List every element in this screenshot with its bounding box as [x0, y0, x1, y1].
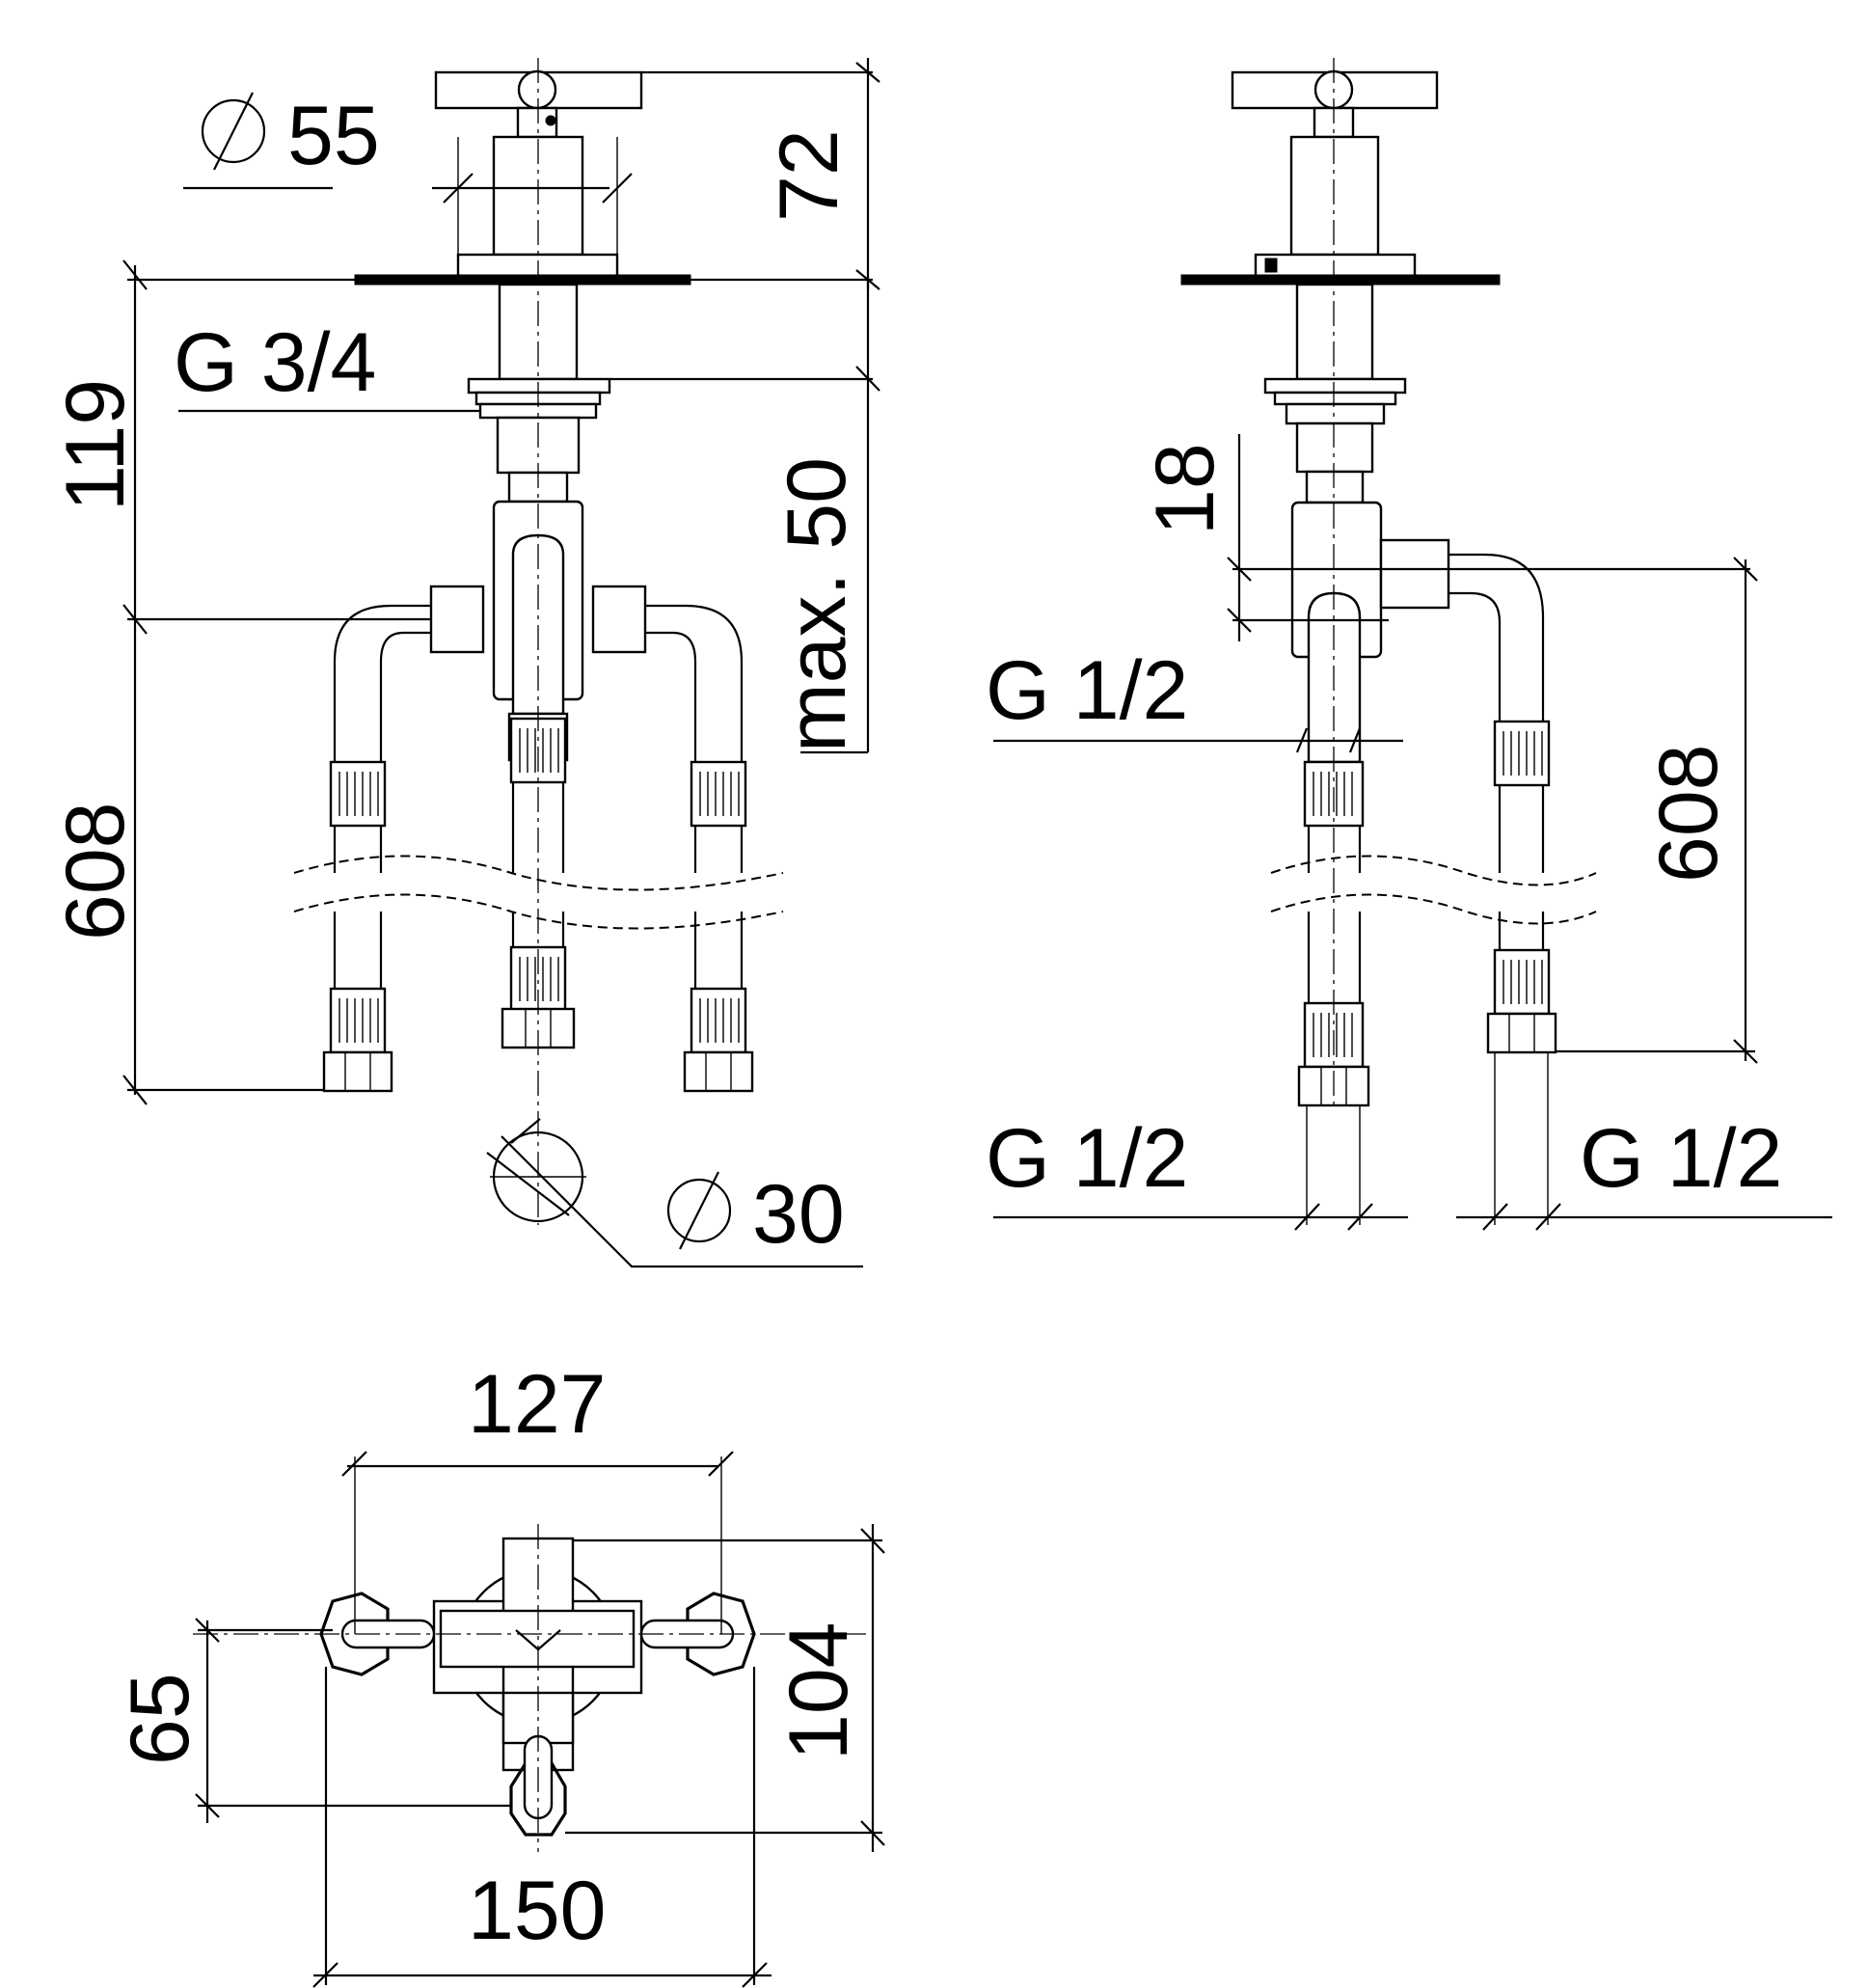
front-knurl-upper — [329, 717, 747, 828]
front-left-tube-inner — [379, 631, 431, 762]
side-tubes-low — [1307, 912, 1545, 1003]
dim-g34-label: G 3/4 — [174, 316, 376, 409]
dim-127-label: 127 — [468, 1358, 607, 1451]
dim-g12-right-label: G 1/2 — [1580, 1112, 1782, 1205]
front-hole-ticks — [486, 1118, 570, 1216]
side-body-neck — [1305, 470, 1365, 504]
side-screw — [1264, 258, 1278, 273]
dim-104-label: 104 — [772, 1622, 865, 1761]
dim-18-ext — [1232, 567, 1750, 622]
dim-65-ext — [198, 1628, 511, 1808]
dim-18-ticks — [1227, 557, 1252, 633]
plan-handle-horizontal — [439, 1609, 636, 1669]
front-tubes-low — [333, 912, 744, 989]
dim-72-label: 72 — [763, 129, 855, 222]
front-view — [122, 58, 880, 1268]
front-break-lower — [293, 893, 784, 930]
plan-left-hex — [319, 1592, 390, 1676]
dim-30-label: 30 — [752, 1168, 845, 1261]
dim-g12-bottom-ext — [1306, 1052, 1549, 1225]
dim-127-ext — [354, 1457, 722, 1634]
side-hex-nuts — [1297, 1012, 1557, 1107]
front-right-tube-outer — [645, 604, 744, 762]
front-knurl-lower — [329, 945, 747, 1054]
dim-608-side-label: 608 — [1642, 745, 1735, 884]
side-tubes-mid — [1307, 785, 1545, 873]
side-right-tube-inner — [1448, 591, 1502, 722]
front-lock-nut — [467, 377, 611, 395]
dim-65-ticks — [195, 1618, 220, 1818]
side-cross-handle — [1231, 69, 1439, 139]
dim-g12-left-label: G 1/2 — [986, 1112, 1188, 1205]
dim-max50-label: max. 50 — [771, 457, 863, 752]
diameter-30-slash — [679, 1171, 719, 1250]
dim-55-ticks — [443, 173, 633, 204]
front-center-elbow — [511, 533, 565, 716]
side-view — [993, 58, 1832, 1231]
diameter-30-symbol — [666, 1178, 732, 1243]
side-break-lower — [1270, 893, 1597, 925]
dim-150-ticks — [312, 1962, 768, 1988]
front-tubes-mid — [333, 782, 744, 873]
plan-view — [193, 1451, 885, 1988]
dim-g12-bottom-ticks — [1294, 1203, 1561, 1231]
side-lock-nut — [1263, 377, 1407, 395]
front-left-fitting — [429, 585, 485, 654]
side-washer-2 — [1285, 402, 1386, 425]
side-knurl-upper — [1303, 720, 1551, 828]
front-break-upper — [293, 855, 784, 891]
dim-608-front-label: 608 — [49, 803, 142, 941]
dim-18-label: 18 — [1139, 443, 1232, 535]
side-right-tube-outer — [1448, 553, 1545, 722]
side-inlet-fitting — [1379, 538, 1450, 610]
dim-119-ticks — [122, 259, 148, 1105]
side-handle-cap — [1289, 135, 1380, 257]
front-hex-nuts — [322, 1007, 754, 1093]
dim-55-label: 55 — [287, 90, 380, 182]
dim-g34-lines — [178, 377, 873, 413]
dim-104-ticks — [860, 1528, 885, 1846]
dim-127-ticks — [341, 1451, 734, 1477]
dim-g12-top-ticks — [1295, 727, 1362, 753]
side-mounting-plate — [1180, 274, 1501, 286]
dim-g12-outlet-label: G 1/2 — [986, 644, 1188, 737]
dim-max50-tick — [855, 366, 880, 392]
side-washer — [1273, 391, 1397, 406]
diameter-55-slash — [213, 92, 254, 171]
diameter-55-symbol — [201, 98, 266, 164]
dimension-labels: 55 72 G 3/4 119 max. 50 608 30 18 G 1/2 … — [49, 90, 1782, 1957]
dim-608-side-ticks — [1733, 557, 1758, 1064]
front-hole-leader — [501, 1135, 863, 1268]
front-mounting-plate — [354, 274, 691, 286]
side-body-upper — [1295, 422, 1374, 474]
side-shank — [1295, 283, 1374, 381]
dim-119-label: 119 — [49, 379, 142, 511]
dim-150-label: 150 — [468, 1865, 607, 1957]
front-right-tube-inner — [645, 631, 697, 762]
dim-72-ext — [641, 70, 873, 282]
dim-104-ext — [565, 1539, 882, 1835]
front-right-fitting — [591, 585, 647, 654]
dim-65-label: 65 — [114, 1673, 206, 1765]
dim-150-ext — [324, 1667, 756, 1985]
side-break-upper — [1270, 855, 1597, 886]
side-rosette — [1254, 253, 1417, 278]
front-left-tube-outer — [333, 604, 431, 762]
dim-55-ext — [457, 137, 618, 280]
plan-centerlines — [193, 1524, 868, 1852]
plan-right-hex — [686, 1592, 756, 1676]
